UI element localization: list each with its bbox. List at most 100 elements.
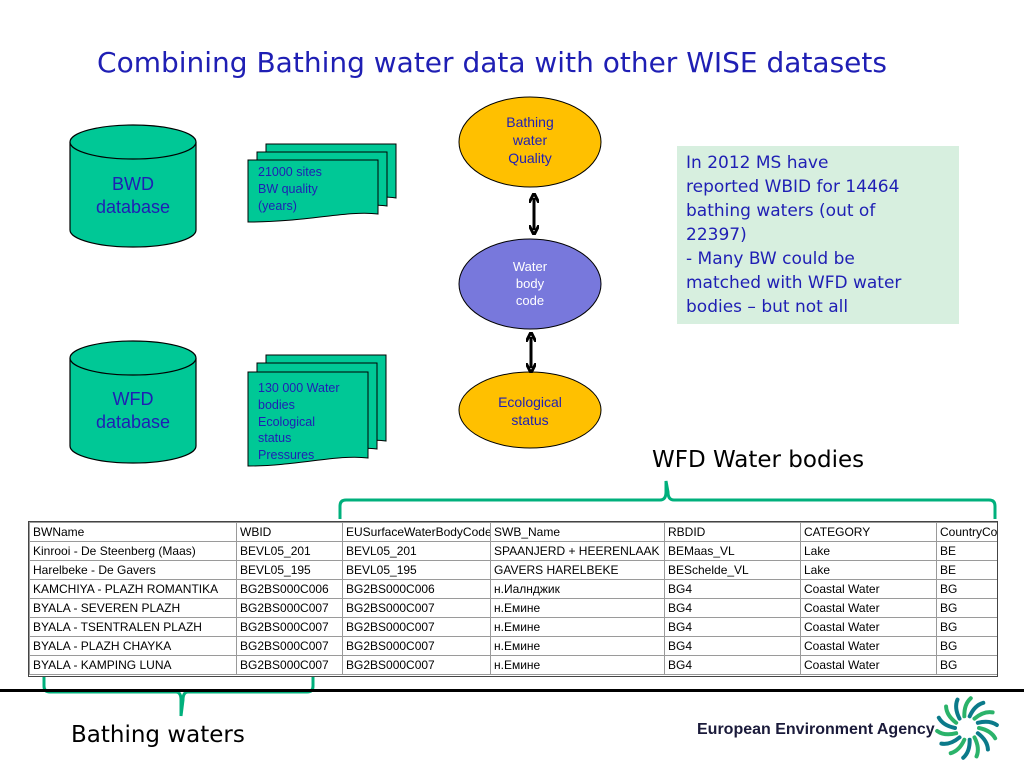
wfd-water-bodies-label: WFD Water bodies	[652, 447, 865, 473]
table-header-cell: SWB_Name	[490, 522, 665, 542]
table-header-cell: CountryCode	[936, 522, 997, 542]
wfd-doc-line-1: 130 000 Water	[258, 381, 340, 395]
eea-logo-icon	[935, 696, 999, 760]
table-cell: Harelbeke - De Gavers	[29, 560, 237, 580]
bwd-label-1: BWD	[112, 174, 154, 194]
table-cell: BG2BS000C007	[236, 617, 343, 637]
logo-spoke	[944, 704, 959, 725]
table-cell: BG4	[664, 636, 801, 656]
wfd-label-2: database	[96, 412, 170, 432]
table-cell: BG2BS000C006	[342, 579, 491, 599]
wfd-doc-line-4: status	[258, 431, 291, 445]
table-cell: BG4	[664, 579, 801, 599]
logo-spoke	[961, 737, 972, 760]
table-cell: Lake	[800, 560, 937, 580]
table-cell: BG	[936, 598, 997, 618]
table-cell: BG	[936, 617, 997, 637]
bwd-doc-line-2: BW quality	[258, 182, 318, 196]
table-cell: н.Емине	[490, 598, 665, 618]
bwd-documents-stack: 21000 sites BW quality (years)	[247, 143, 397, 223]
logo-spoke	[975, 719, 999, 728]
table-header-cell: RBDID	[664, 522, 801, 542]
logo-spoke	[967, 700, 986, 719]
table-cell: BG	[936, 636, 997, 656]
table-cell: Coastal Water	[800, 636, 937, 656]
table-cell: BG4	[664, 598, 801, 618]
table-cell: BG4	[664, 655, 801, 675]
table-cell: н.Иалнджик	[490, 579, 665, 599]
table-cell: BEVL05_201	[342, 541, 491, 561]
logo-spoke	[962, 696, 973, 719]
eco-line-1: Ecological	[498, 394, 562, 410]
table-cell: Coastal Water	[800, 579, 937, 599]
table-cell: BYALA - PLAZH CHAYKA	[29, 636, 237, 656]
data-table: BWName WBID EUSurfaceWaterBodyCode SWB_N…	[28, 521, 998, 677]
info-line-6: matched with WFD water	[686, 273, 902, 293]
table-cell: BG2BS000C007	[342, 617, 491, 637]
slide-title: Combining Bathing water data with other …	[97, 46, 887, 79]
table-cell: BG4	[664, 617, 801, 637]
bwq-line-2: water	[512, 132, 548, 148]
logo-spoke	[939, 735, 962, 746]
table-cell: Coastal Water	[800, 598, 937, 618]
water-body-code-node: Water body code	[458, 238, 602, 330]
info-line-7: bodies – but not all	[686, 297, 849, 317]
wbc-line-3: code	[516, 293, 544, 308]
table-cell: BEVL05_201	[236, 541, 343, 561]
table-header-cell: BWName	[29, 522, 237, 542]
table-cell: BEVL05_195	[236, 560, 343, 580]
logo-spoke	[935, 728, 959, 737]
table-cell: BYALA - TSENTRALEN PLAZH	[29, 617, 237, 637]
agency-name: European Environment Agency	[697, 721, 935, 738]
info-line-5: - Many BW could be	[686, 249, 855, 269]
info-box: In 2012 MS have reported WBID for 14464 …	[677, 146, 959, 324]
table-header-cell: WBID	[236, 522, 343, 542]
table-cell: BG2BS000C007	[342, 598, 491, 618]
logo-spoke	[975, 731, 990, 752]
eco-line-2: status	[511, 412, 548, 428]
table-cell: KAMCHIYA - PLAZH ROMANTIKA	[29, 579, 237, 599]
ecological-status-node: Ecological status	[458, 371, 602, 449]
wfd-doc-line-3: Ecological	[258, 415, 315, 429]
logo-spoke	[936, 715, 957, 730]
table-cell: н.Емине	[490, 655, 665, 675]
logo-spoke	[972, 735, 980, 759]
bwq-line-3: Quality	[508, 150, 552, 166]
table-cell: BG2BS000C006	[236, 579, 343, 599]
table-cell: Kinrooi - De Steenberg (Maas)	[29, 541, 237, 561]
table-cell: BYALA - KAMPING LUNA	[29, 655, 237, 675]
info-line-1: In 2012 MS have	[686, 153, 829, 173]
table-cell: BEVL05_195	[342, 560, 491, 580]
table-cell: н.Емине	[490, 636, 665, 656]
wfd-doc-line-5: Pressures	[258, 448, 314, 462]
wfd-database-cylinder: WFD database	[69, 340, 197, 464]
table-header-cell: EUSurfaceWaterBodyCode	[342, 522, 491, 542]
table-cell: BG	[936, 655, 997, 675]
logo-spoke	[972, 710, 995, 721]
bathing-waters-brace	[42, 676, 315, 717]
logo-spoke	[977, 726, 998, 741]
bwd-label-2: database	[96, 197, 170, 217]
table-cell: BE	[936, 560, 997, 580]
table-cell: Lake	[800, 541, 937, 561]
table-cell: Coastal Water	[800, 617, 937, 637]
table-cell: BG2BS000C007	[236, 598, 343, 618]
bwd-database-cylinder: BWD database	[69, 124, 197, 248]
bwd-doc-line-1: 21000 sites	[258, 165, 322, 179]
table-cell: BYALA - SEVEREN PLAZH	[29, 598, 237, 618]
table-cell: н.Емине	[490, 617, 665, 637]
table-cell: BG	[936, 579, 997, 599]
table-cell: BG2BS000C007	[236, 655, 343, 675]
table-cell: BG2BS000C007	[342, 636, 491, 656]
table-header-row: BWName WBID EUSurfaceWaterBodyCode SWB_N…	[29, 522, 997, 542]
info-line-2: reported WBID for 14464	[686, 177, 900, 197]
bathing-water-quality-node: Bathing water Quality	[458, 96, 602, 188]
table-cell: BG2BS000C007	[342, 655, 491, 675]
